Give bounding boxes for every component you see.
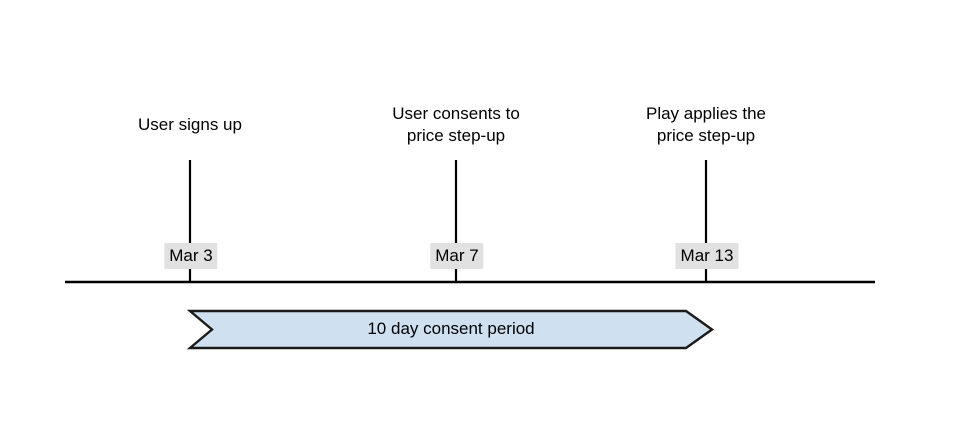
date-badge-signup: Mar 3 bbox=[164, 243, 218, 269]
consent-period-label: 10 day consent period bbox=[367, 319, 535, 338]
event-label-consent: User consents to price step-up bbox=[392, 104, 520, 145]
event-label-applied: Play applies the price step-up bbox=[645, 104, 767, 145]
consent-period-banner bbox=[186, 309, 715, 350]
date-badge-applied: Mar 13 bbox=[675, 243, 739, 269]
date-badge-consent: Mar 7 bbox=[430, 243, 484, 269]
event-label-signup: User signs up bbox=[138, 115, 242, 134]
